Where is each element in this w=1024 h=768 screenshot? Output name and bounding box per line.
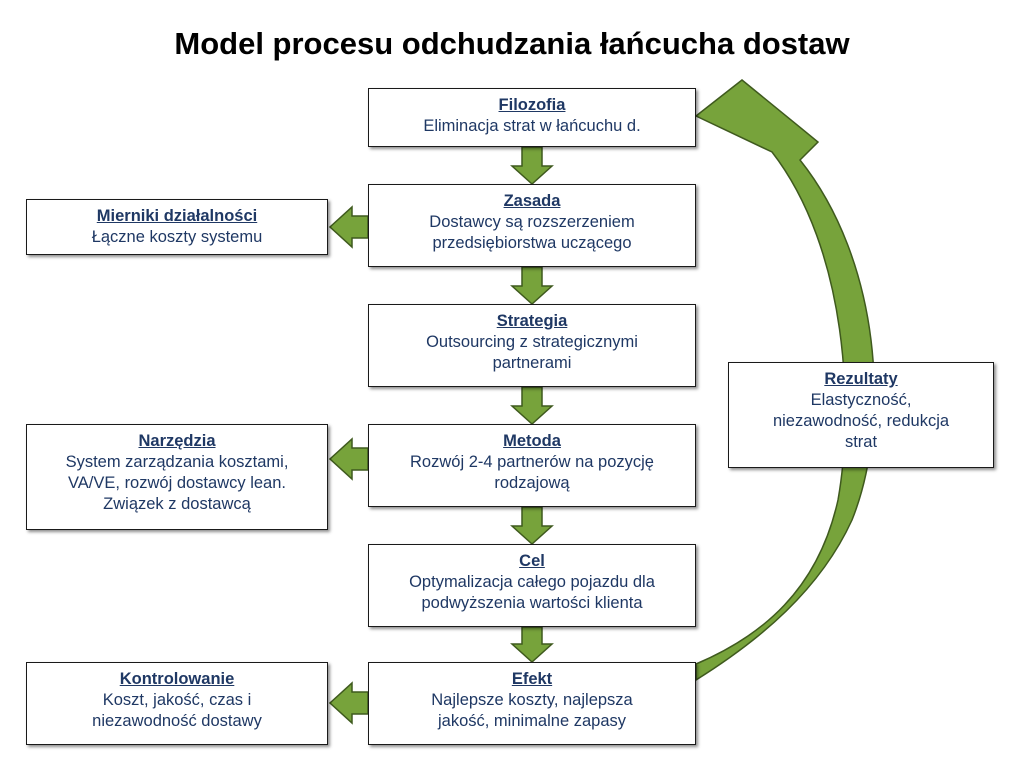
feedback-arrow [694, 79, 875, 682]
box-text: rodzajową [494, 474, 570, 492]
down-arrow [510, 506, 554, 546]
left-arrow [328, 437, 369, 481]
left-arrow [328, 205, 369, 249]
box-zasada: Zasada Dostawcy są rozszerzeniem przedsi… [368, 184, 696, 267]
box-text: strat [844, 433, 878, 451]
box-text: Optymalizacja całego pojazdu dla [409, 573, 655, 591]
box-text: Najlepsze koszty, najlepsza [431, 691, 633, 709]
box-heading: Cel [519, 552, 545, 570]
down-arrow [510, 266, 554, 306]
down-arrow [510, 386, 554, 426]
box-text: przedsiębiorstwa uczącego [432, 234, 632, 252]
box-text: Elastyczność, [810, 391, 912, 409]
box-heading: Narzędzia [138, 432, 216, 450]
box-filozofia: Filozofia Eliminacja strat w łańcuchu d. [368, 88, 696, 147]
box-text: Związek z dostawcą [103, 495, 251, 513]
down-arrow [510, 146, 554, 186]
box-metoda: Metoda Rozwój 2-4 partnerów na pozycję r… [368, 424, 696, 507]
box-efekt: Efekt Najlepsze koszty, najlepsza jakość… [368, 662, 696, 745]
box-strategia: Strategia Outsourcing z strategicznymi p… [368, 304, 696, 387]
box-kontrolowanie: Kontrolowanie Koszt, jakość, czas i niez… [26, 662, 328, 745]
box-heading: Strategia [496, 312, 568, 330]
box-text: System zarządzania kosztami, [65, 453, 289, 471]
box-narzedzia: Narzędzia System zarządzania kosztami, V… [26, 424, 328, 530]
box-text: Łączne koszty systemu [91, 228, 263, 246]
box-mierniki: Mierniki działalności Łączne koszty syst… [26, 199, 328, 255]
box-heading: Metoda [503, 432, 561, 450]
box-text: Outsourcing z strategicznymi [426, 333, 638, 351]
box-heading: Zasada [503, 192, 561, 210]
box-heading: Rezultaty [824, 370, 898, 388]
box-text: Eliminacja strat w łańcuchu d. [423, 117, 641, 135]
box-cel: Cel Optymalizacja całego pojazdu dla pod… [368, 544, 696, 627]
box-heading: Kontrolowanie [119, 670, 235, 688]
box-text: Dostawcy są rozszerzeniem [429, 213, 635, 231]
left-arrow [328, 681, 369, 725]
box-heading: Mierniki działalności [96, 207, 258, 225]
box-text: niezawodność dostawy [92, 712, 262, 730]
box-text: Koszt, jakość, czas i [102, 691, 252, 709]
box-text: jakość, minimalne zapasy [438, 712, 626, 730]
box-text: VA/VE, rozwój dostawcy lean. [68, 474, 286, 492]
box-text: niezawodność, redukcja [772, 412, 950, 430]
box-text: partnerami [492, 354, 572, 372]
box-heading: Filozofia [498, 96, 566, 114]
box-heading: Efekt [511, 670, 553, 688]
box-text: Rozwój 2-4 partnerów na pozycję [410, 453, 654, 471]
box-rezultaty: Rezultaty Elastyczność, niezawodność, re… [728, 362, 994, 468]
box-text: podwyższenia wartości klienta [421, 594, 643, 612]
page-title: Model procesu odchudzania łańcucha dosta… [174, 26, 850, 61]
down-arrow [510, 626, 554, 664]
